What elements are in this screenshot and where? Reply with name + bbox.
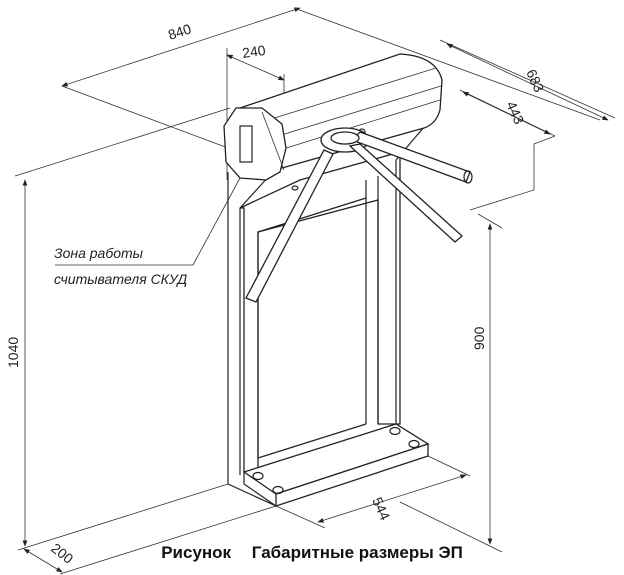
- base-plate: [242, 423, 430, 507]
- bolt-hole: [252, 471, 264, 481]
- dim-443: 443: [503, 99, 527, 127]
- indicator-display: [239, 125, 253, 163]
- turnstile-stand: [227, 119, 431, 507]
- dimension-lines: [14, 7, 616, 575]
- dim-683: 683: [523, 67, 547, 95]
- reader-zone-note-line2: считывателя СКУД: [54, 271, 187, 287]
- figure-caption: Рисунок Габаритные размеры ЭП: [0, 543, 624, 563]
- dim-240: 240: [241, 42, 267, 61]
- caption-prefix: Рисунок: [161, 543, 232, 562]
- turnstile-housing: [223, 53, 443, 191]
- reader-zone-note-line1: Зона работы: [54, 245, 144, 261]
- tripod-arms: [245, 127, 473, 303]
- bolt-hole: [389, 426, 401, 436]
- caption-title: Габаритные размеры ЭП: [251, 543, 463, 562]
- dim-1040: 1040: [5, 337, 21, 368]
- dim-840: 840: [166, 20, 193, 43]
- bolt-hole: [272, 485, 284, 495]
- dim-900: 900: [471, 326, 487, 350]
- bolt-hole: [408, 439, 420, 449]
